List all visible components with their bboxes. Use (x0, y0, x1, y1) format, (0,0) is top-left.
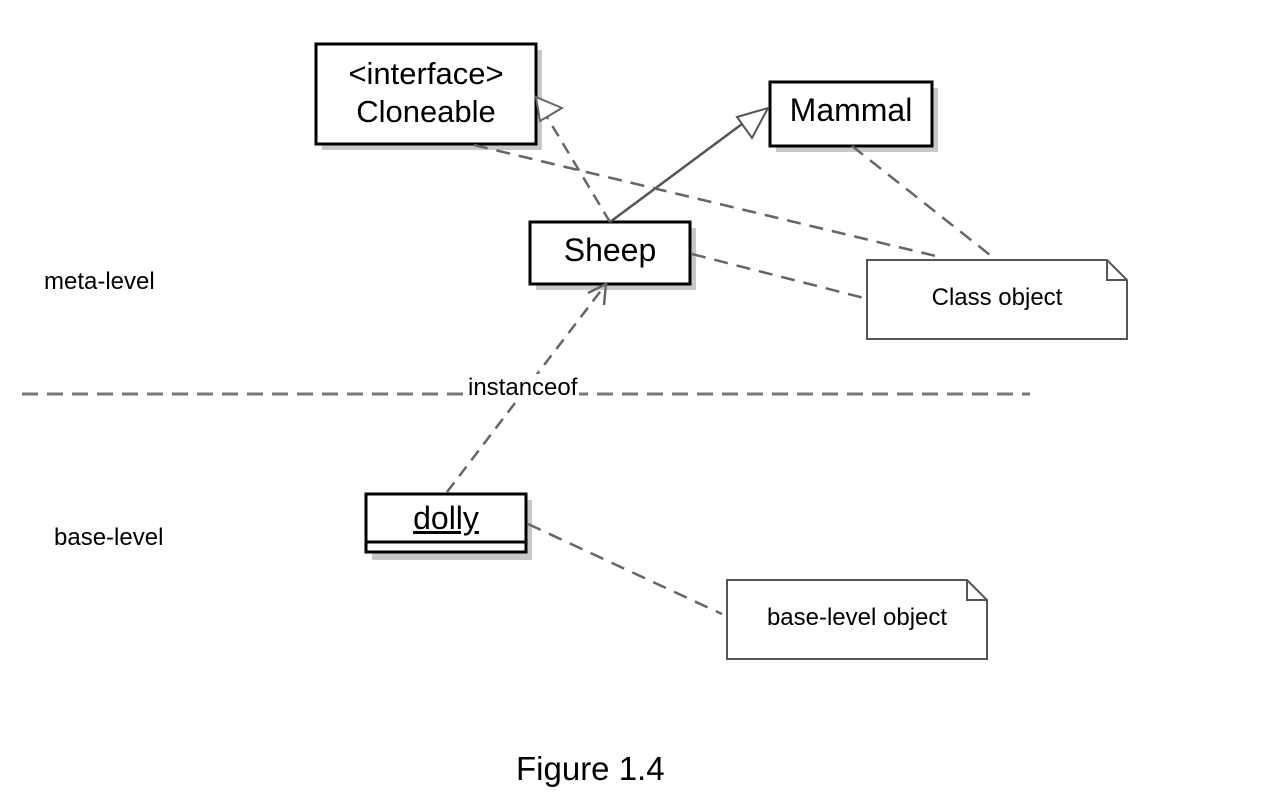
cloneable-name: Cloneable (356, 94, 496, 129)
instanceof-label: instanceof (466, 374, 580, 402)
dolly-box (364, 492, 532, 560)
class-object-note-text: Class object (931, 284, 1063, 311)
mammal-box (768, 80, 938, 152)
class-object-note (866, 259, 1128, 340)
note-anchor-mammal (851, 145, 991, 256)
figure-caption: Figure 1.4 (516, 750, 665, 787)
cloneable-box (314, 42, 542, 150)
base-level-object-note-text: base-level object (766, 604, 948, 631)
dolly-name: dolly (413, 500, 479, 536)
realization-arrowhead (534, 95, 565, 123)
sheep-name: Sheep (563, 232, 657, 268)
note-anchor-cloneable (473, 143, 941, 259)
mammal-name: Mammal (789, 92, 913, 128)
realization-line (542, 111, 612, 223)
note-anchor-dolly (527, 522, 723, 616)
base-level-label: base-level (54, 524, 164, 551)
base-level-object-note (726, 579, 988, 660)
instanceof-arrowhead (587, 281, 608, 306)
generalization-arrowhead (735, 106, 770, 140)
generalization-line (609, 122, 743, 224)
note-anchor-sheep (691, 252, 865, 300)
sheep-box (528, 220, 696, 290)
meta-level-label: meta-level (44, 268, 155, 295)
cloneable-stereotype: <interface> (348, 56, 504, 91)
